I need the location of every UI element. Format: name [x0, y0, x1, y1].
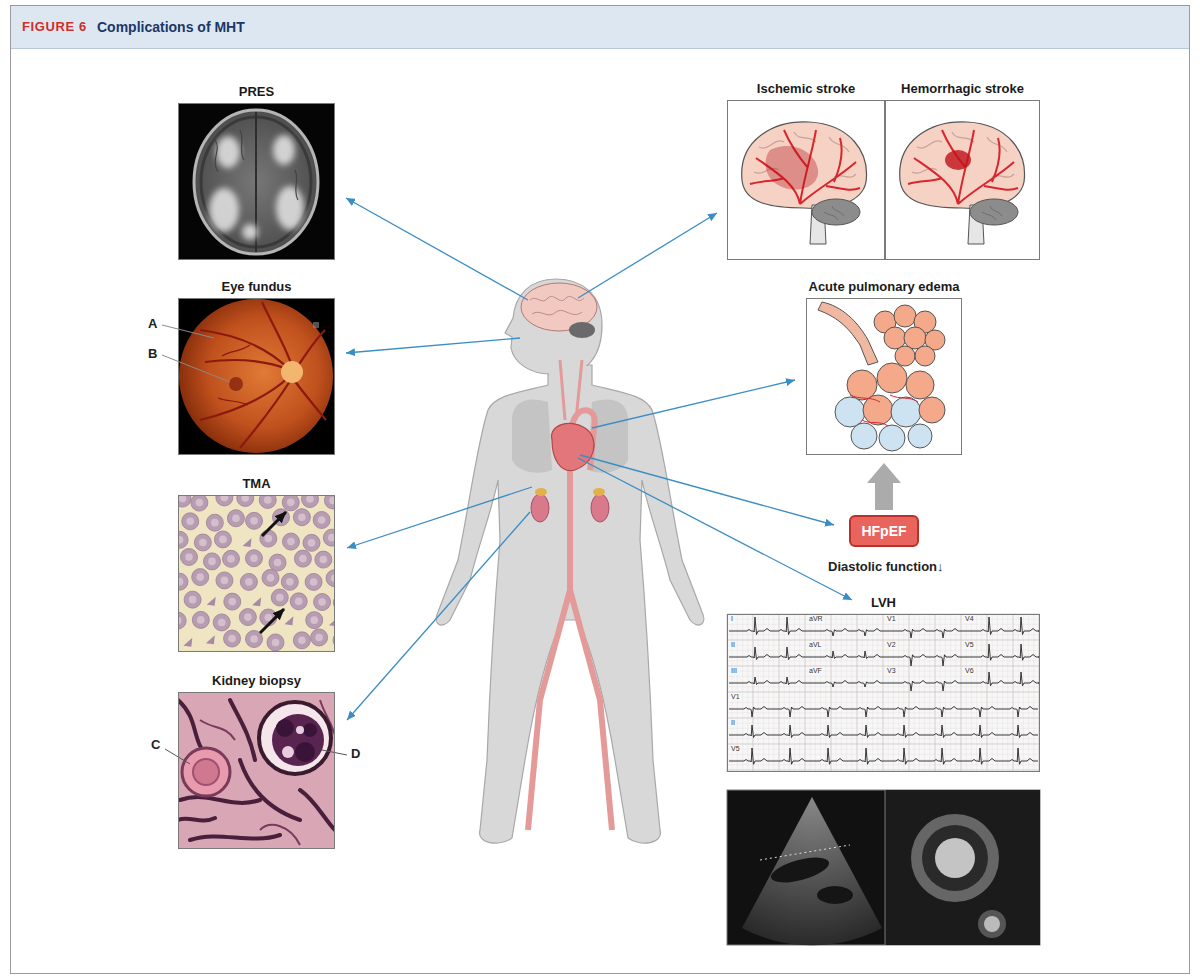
alveoli-panel: Acute pulmonary edema [806, 298, 962, 455]
stroke-panel: Ischemic stroke [727, 100, 885, 260]
panel-heading: TMA [242, 476, 270, 491]
lead-name: aVF [808, 667, 823, 675]
panel-heading: PRES [239, 84, 274, 99]
panel-heading: LVH [871, 595, 896, 610]
lead-name: V4 [964, 615, 975, 623]
lead-name: V1 [730, 693, 741, 701]
callout-letter: C [151, 738, 160, 753]
lead-name: V1 [886, 615, 897, 623]
lead-name: aVR [808, 615, 824, 623]
stroke-panel: Hemorrhagic stroke [885, 100, 1040, 260]
annotation: Diastolic function↓ [828, 560, 944, 575]
lead-name: III [730, 667, 738, 675]
biopsy-panel: Kidney biopsy [178, 692, 335, 849]
lead-name: aVL [808, 641, 822, 649]
lead-name: V5 [964, 641, 975, 649]
lead-name: II [730, 719, 736, 727]
panel-heading: Acute pulmonary edema [809, 279, 960, 294]
lead-name: V3 [886, 667, 897, 675]
condition-box: HFpEF [849, 515, 919, 547]
panel-heading: Ischemic stroke [757, 81, 855, 96]
box-label: HFpEF [861, 523, 906, 539]
smear-panel: TMA [178, 495, 335, 652]
callout-letter: B [148, 347, 157, 362]
figure-number: FIGURE 6 [22, 20, 87, 35]
callout-letter: A [148, 317, 157, 332]
lead-name: II [730, 641, 736, 649]
panel-heading: Kidney biopsy [212, 673, 301, 688]
callout-letter: D [351, 747, 360, 762]
panel-heading: Hemorrhagic stroke [901, 81, 1024, 96]
ecg-panel: LVH [727, 614, 1040, 772]
mri-panel: PRES [178, 103, 335, 260]
fundus-panel: Eye fundus [178, 298, 335, 455]
lead-name: V2 [886, 641, 897, 649]
lead-name: V6 [964, 667, 975, 675]
lead-name: V5 [730, 745, 741, 753]
lead-name: I [730, 615, 734, 623]
figure-title: Complications of MHT [97, 19, 245, 35]
panel-heading: Eye fundus [221, 279, 291, 294]
block-arrow [867, 463, 901, 510]
